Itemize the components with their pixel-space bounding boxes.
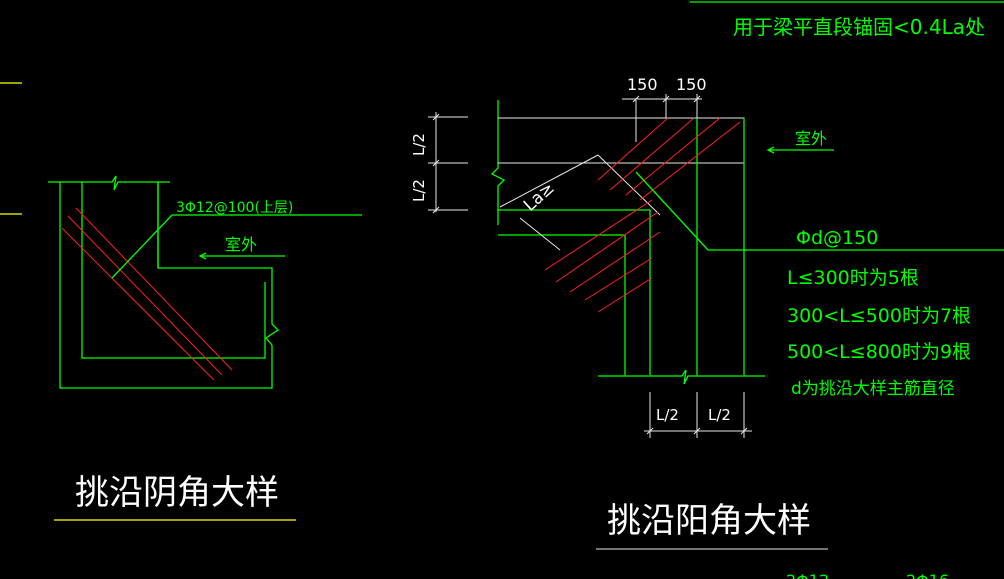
dim-left-tick-2 xyxy=(432,159,440,167)
right-detail: 150 150 L/2 L/2 La≥ xyxy=(410,75,1004,550)
la-dim-ext-b xyxy=(597,154,661,216)
right-low-rebar-1 xyxy=(544,199,653,271)
note-line-3: 500<L≤800时为9根 xyxy=(787,341,971,363)
left-outer-profile xyxy=(59,182,273,389)
right-inner-rebar-profile xyxy=(498,234,626,375)
right-low-rebar-4 xyxy=(584,257,653,301)
right-left-break-line xyxy=(490,100,506,225)
left-rebar-leader-diag xyxy=(111,214,173,279)
dim-top-tick-2 xyxy=(662,95,670,103)
la-dim-ext-a xyxy=(499,154,599,208)
right-top-rebar-1 xyxy=(597,117,669,181)
right-outer-top-right-profile xyxy=(498,117,745,375)
left-rebar-label: 3Φ12@100(上层) xyxy=(176,200,293,216)
dim-bottom-tick-3 xyxy=(740,427,748,435)
bottom-fragment-1: 2Φ12 xyxy=(786,571,829,579)
dim-bottom-tick-1 xyxy=(646,427,654,435)
left-top-break-line xyxy=(48,175,170,191)
right-low-rebar-5 xyxy=(597,277,653,313)
left-detail-title: 挑沿阴角大样 xyxy=(75,473,279,513)
dim-left-2: L/2 xyxy=(410,179,428,202)
right-top-rebar-2 xyxy=(609,117,695,191)
right-top-rebar-4 xyxy=(639,121,741,201)
dim-left-tick-3 xyxy=(432,206,440,214)
left-detail: 3Φ12@100(上层) 室外 挑沿阴角大样 xyxy=(48,175,362,521)
left-outside-label: 室外 xyxy=(225,235,257,254)
right-inner-bottom-profile xyxy=(498,209,651,375)
note-line-1: L≤300时为5根 xyxy=(787,267,919,289)
dim-top-tick-3 xyxy=(693,95,701,103)
dim-left-1: L/2 xyxy=(410,133,428,156)
note-line-2: 300<L≤500时为7根 xyxy=(787,305,971,327)
dim-bottom-2: L/2 xyxy=(708,406,731,424)
right-detail-title: 挑沿阳角大样 xyxy=(607,501,811,541)
rebar-spec-label: Φd@150 xyxy=(796,227,878,249)
bottom-fragment-2: 2Φ16 xyxy=(906,571,949,579)
dim-top-tick-1 xyxy=(632,95,640,103)
dim-left-tick-1 xyxy=(432,113,440,121)
dim-bottom-1: L/2 xyxy=(656,406,679,424)
left-rebar-2 xyxy=(67,215,223,376)
dim-top-2: 150 xyxy=(676,75,707,94)
la-dim-line xyxy=(519,217,561,251)
left-rebar-1 xyxy=(61,227,215,381)
left-inner-profile xyxy=(81,182,266,359)
left-outside-arrowhead xyxy=(198,252,207,260)
dim-bottom-tick-2 xyxy=(693,427,701,435)
right-low-rebar-3 xyxy=(569,231,661,293)
rebar-spec-leader-diag xyxy=(635,171,709,251)
note-line-4: d为挑沿大样主筋直径 xyxy=(791,379,955,399)
left-rebar-3 xyxy=(75,207,233,371)
right-outside-label: 室外 xyxy=(795,129,827,148)
right-outside-arrowhead xyxy=(766,146,775,154)
top-note-text: 用于梁平直段锚固<0.4La处 xyxy=(733,15,985,39)
right-top-rebar-3 xyxy=(625,117,721,196)
dim-top-1: 150 xyxy=(627,75,658,94)
right-low-rebar-2 xyxy=(555,211,659,283)
top-note-group: 用于梁平直段锚固<0.4La处 xyxy=(690,1,1004,39)
right-bottom-break-line xyxy=(598,369,765,385)
